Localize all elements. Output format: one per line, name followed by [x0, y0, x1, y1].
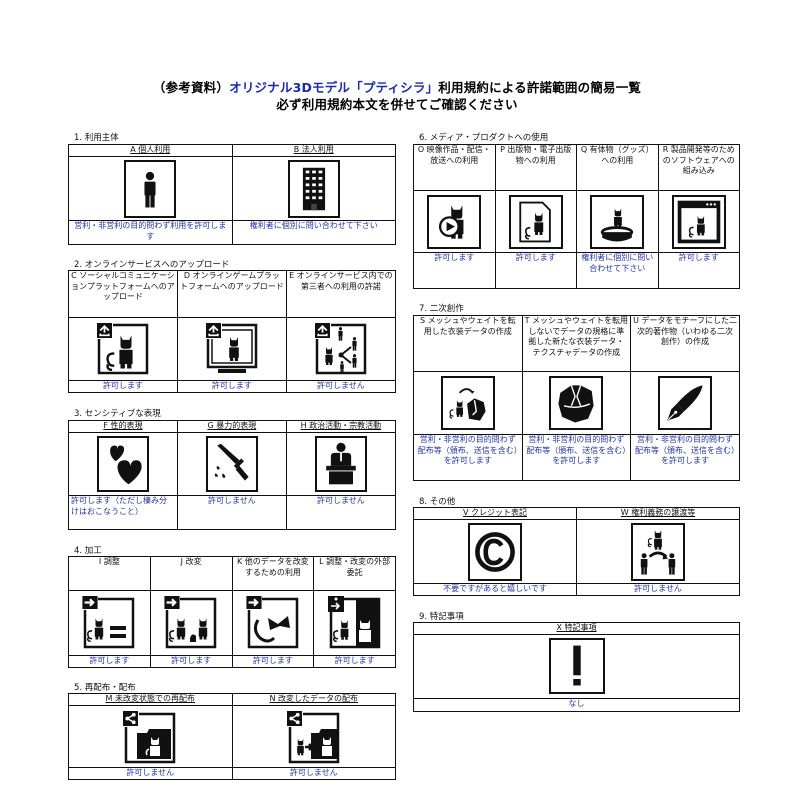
knife-blood-icon [205, 436, 258, 492]
title-suffix: 利用規約による許諾範囲の簡易一覧 [438, 80, 642, 95]
result-social-upload: 許可します [68, 380, 178, 393]
copyright-icon [468, 522, 522, 581]
header-modify: J 改変 [149, 556, 233, 591]
header-goods: Q 有体物（グッズ）への利用 [576, 144, 659, 191]
hearts-icon [96, 436, 149, 492]
result-publication: 許可します [494, 252, 577, 289]
section-label-online-upload: 2. オンラインサービスへのアップロード [74, 260, 230, 270]
title-model-name: オリジナル3Dモデル「プティシラ」 [229, 80, 439, 95]
section-label-special-notes: 9. 特記事項 [419, 612, 464, 622]
exclamation-icon [548, 638, 605, 694]
pen-nib-icon [658, 376, 713, 430]
transfer-rights-icon [631, 522, 685, 581]
header-modified-distribution: N 改変したデータの配布 [231, 693, 396, 706]
building-icon [287, 159, 340, 218]
header-derivative-work: U データをモチーフにした二次的著作物（いわゆる二次創作）の作成 [630, 315, 740, 372]
header-use-for-other-data: K 他のデータを改変するための利用 [231, 556, 315, 591]
result-political-religious: 許可しません [285, 495, 397, 530]
header-third-party-license: E オンラインサービス内での第三者への利用の許諾 [285, 270, 397, 318]
result-modified-distribution: 許可しません [231, 767, 396, 780]
result-sexual: 許可します（ただし棲み分けはおこなうこと） [68, 495, 178, 530]
header-adjust: I 調整 [68, 556, 151, 591]
page-subtitle: 必ず利用規約本文を併せてご確認ください [276, 97, 518, 112]
result-credit: 不要ですがあると嬉しいです [413, 583, 577, 596]
header-corporate-use: B 法人利用 [231, 144, 396, 157]
section-label-redistribution: 5. 再配布・配布 [74, 683, 136, 693]
cat-equals-icon [80, 594, 139, 652]
result-derivative-work: 営利・非営利の目的問わず配布等（頒布、送信を含む）を許可します [630, 434, 740, 481]
title-prefix: （参考資料） [152, 80, 230, 95]
header-rights-transfer: W 権利義務の譲渡等 [576, 507, 740, 520]
header-outsource: L 調整・改変の外部委託 [313, 556, 396, 591]
video-play-cat-icon [427, 194, 482, 249]
result-unmodified-redistribution: 許可しません [68, 767, 233, 780]
share-folder-modified-cat-icon [284, 708, 343, 765]
person-icon [124, 159, 177, 218]
podium-speaker-icon [314, 436, 367, 492]
result-video: 許可します [413, 252, 496, 289]
header-violent: G 暴力的表現 [176, 420, 287, 433]
header-software: R 製品開発等のためのソフトウェアへの組み込み [657, 144, 740, 191]
table-redistribution: M 未改変状態での再配布 N 改変したデータの配布 許可しません 許可しません [68, 693, 396, 780]
header-social-upload: C ソーシャルコミュニケーションプラットフォームへのアップロード [68, 270, 178, 318]
header-unmodified-redistribution: M 未改変状態での再配布 [68, 693, 233, 706]
table-sensitive: F 性的表現 G 暴力的表現 H 政治活動・宗教活動 許可します（ただし棲み分け… [68, 420, 397, 530]
document-cat-icon [508, 194, 563, 249]
section-label-other: 8. その他 [419, 497, 456, 507]
table-special-notes: X 特記事項 なし [413, 622, 740, 712]
result-corporate-use: 権利者に個別に問い合わせて下さい [231, 220, 396, 245]
header-clothes-new: T メッシュやウェイトを転用しないでデータの規格に準拠した新たな衣装データ・テク… [521, 315, 632, 372]
result-game-upload: 許可します [176, 380, 287, 393]
header-political-religious: H 政治活動・宗教活動 [285, 420, 397, 433]
header-personal-use: A 個人利用 [68, 144, 233, 157]
header-sexual: F 性的表現 [68, 420, 178, 433]
header-credit: V クレジット表記 [413, 507, 577, 520]
result-modify: 許可します [149, 655, 233, 668]
cat-parts-icon [243, 594, 302, 652]
result-rights-transfer: 許可しません [576, 583, 740, 596]
result-special-notes: なし [413, 697, 740, 712]
table-derivative: S メッシュやウェイトを転用した衣装データの作成 T メッシュやウェイトを転用し… [413, 315, 740, 481]
header-game-upload: D オンラインゲームプラットフォームへのアップロード [176, 270, 287, 318]
result-clothes-new: 営利・非営利の目的問わず配布等（頒布、送信を含む）を許可します [521, 434, 632, 481]
cat-modify-icon [162, 594, 221, 652]
result-violent: 許可しません [176, 495, 287, 530]
section-label-processing: 4. 加工 [74, 546, 102, 556]
table-processing: I 調整 J 改変 K 他のデータを改変するための利用 L 調整・改変の外部委託… [68, 556, 396, 668]
section-label-sensitive: 3. センシティブな表現 [74, 409, 161, 419]
result-adjust: 許可します [68, 655, 151, 668]
section-label-usage-subject: 1. 利用主体 [74, 133, 119, 143]
upload-cat-icon [94, 321, 151, 377]
result-personal-use: 営利・非営利の目的問わず利用を許可します [68, 220, 233, 245]
result-software: 許可します [657, 252, 740, 289]
table-usage-subject: A 個人利用 B 法人利用 営利・非営利の目的問わず利用を許可します 権利者に個… [68, 144, 396, 245]
result-goods: 権利者に個別に問い合わせて下さい [576, 252, 659, 289]
result-third-party-license: 許可しません [285, 380, 397, 393]
share-folder-cat-icon [121, 708, 180, 765]
result-clothes-reuse: 営利・非営利の目的問わず配布等（頒布、送信を含む）を許可します [413, 434, 523, 481]
outsource-cat-icon [325, 594, 384, 652]
window-cat-icon [671, 194, 726, 249]
header-special-notes: X 特記事項 [413, 622, 740, 635]
section-label-derivative: 7. 二次創作 [419, 304, 464, 314]
table-media-product: O 映像作品・配信・放送への利用 P 出版物・電子出版物への利用 Q 有体物（グ… [413, 144, 740, 289]
result-use-for-other-data: 許可します [231, 655, 315, 668]
page-title: （参考資料）オリジナル3Dモデル「プティシラ」利用規約による許諾範囲の簡易一覧 [0, 77, 794, 96]
section-label-media-product: 6. メディア・プロダクトへの使用 [419, 133, 549, 143]
upload-monitor-cat-icon [203, 321, 260, 377]
header-video: O 映像作品・配信・放送への利用 [413, 144, 496, 191]
result-outsource: 許可します [313, 655, 396, 668]
header-clothes-reuse: S メッシュやウェイトを転用した衣装データの作成 [413, 315, 523, 372]
table-online-upload: C ソーシャルコミュニケーションプラットフォームへのアップロード D オンライン… [68, 270, 397, 393]
clothes-icon [549, 376, 604, 430]
table-other: V クレジット表記 W 権利義務の譲渡等 不要ですがあると嬉しいです 許可しませ… [413, 507, 740, 596]
header-publication: P 出版物・電子出版物への利用 [494, 144, 577, 191]
upload-share-users-icon [312, 321, 369, 377]
cat-to-clothes-icon [440, 376, 495, 430]
figure-cat-icon [590, 194, 645, 249]
